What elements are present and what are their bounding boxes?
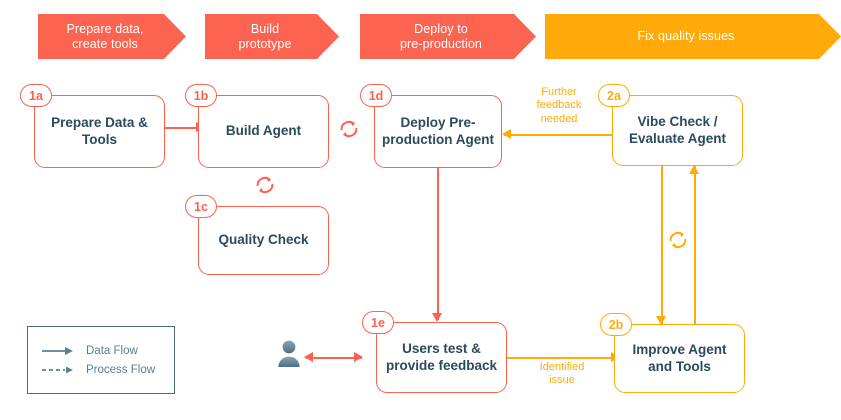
- node-badge-1c-text: 1c: [194, 199, 208, 214]
- edge-users-person-line: [306, 357, 362, 359]
- banner-build-prototype: Build prototype: [205, 14, 339, 59]
- node-badge-2b: 2b: [600, 313, 632, 336]
- node-badge-1d-text: 1d: [368, 88, 384, 103]
- banner-fix-quality-issues: Fix quality issues: [545, 14, 841, 59]
- legend-item-process-flow: Process Flow: [41, 364, 161, 376]
- banner-build-line2: prototype: [238, 36, 292, 51]
- edge-label-identified-line2: issue: [549, 374, 575, 387]
- edge-label-further-line1: Further: [541, 86, 577, 98]
- node-box-2a-vibe-check-evaluate-agent[interactable]: Vibe Check / Evaluate Agent: [612, 95, 743, 166]
- banner-fix-line1: Fix quality issues: [637, 29, 735, 44]
- edge-users-person-arrowhead-left: [304, 352, 313, 362]
- legend-box: Data Flow Process Flow: [27, 326, 175, 394]
- edge-users-person-arrowhead-right: [354, 352, 363, 362]
- loop-refresh-icon-build-quality: [252, 172, 278, 203]
- node-label-1b: Build Agent: [225, 123, 302, 139]
- solid-arrow-icon: [42, 346, 73, 355]
- legend-item-data-flow: Data Flow: [41, 345, 161, 357]
- loop-refresh-icon-vibe-improve: [665, 227, 691, 258]
- edge-label-further-line3: needed: [540, 112, 578, 125]
- banner-prepare-data-create-tools: Prepare data, create tools: [38, 14, 186, 59]
- node-label-1c: Quality Check: [218, 232, 309, 248]
- edge-label-identified-line1: Identified: [539, 361, 585, 373]
- edge-2b-to-2a-line: [694, 166, 696, 324]
- edge-label-further-feedback-needed: Further feedback needed: [514, 86, 604, 126]
- node-label-2b: Improve Agent and Tools: [632, 342, 727, 374]
- node-label-2a: Vibe Check / Evaluate Agent: [628, 114, 727, 146]
- banner-build-line1: Build: [250, 21, 280, 36]
- node-label-1a: Prepare Data & Tools: [51, 115, 148, 147]
- node-box-1b-build-agent[interactable]: Build Agent: [198, 95, 329, 168]
- edge-label-further-line2: feedback: [536, 99, 582, 112]
- node-badge-1b-text: 1b: [193, 88, 209, 103]
- banner-prepare-line1: Prepare data,: [66, 21, 144, 36]
- banner-prepare-line2: create tools: [72, 36, 138, 51]
- banner-deploy-to-pre-production: Deploy to pre-production: [360, 14, 536, 59]
- node-label-1e: Users test & provide feedback: [385, 341, 498, 373]
- node-label-1d: Deploy Pre-production Agent: [382, 115, 494, 147]
- legend-label-data-flow: Data Flow: [86, 344, 138, 357]
- edge-1e-to-2b-line: [507, 357, 617, 359]
- node-badge-2a-text: 2a: [607, 88, 621, 103]
- node-box-2b-improve-agent-and-tools[interactable]: Improve Agent and Tools: [614, 324, 745, 393]
- node-badge-1d: 1d: [360, 84, 392, 107]
- node-box-1e-users-test-provide-feedback[interactable]: Users test & provide feedback: [376, 322, 507, 393]
- edge-2a-to-2b-line: [661, 166, 663, 324]
- node-badge-1c: 1c: [185, 195, 217, 218]
- edge-1a-to-1b-line: [165, 127, 201, 129]
- user-person-icon: [275, 338, 303, 373]
- node-badge-1a-text: 1a: [29, 88, 43, 103]
- edge-2a-to-2b-arrowhead: [656, 316, 666, 325]
- edge-2a-to-1d-line: [504, 134, 614, 136]
- legend-label-process-flow: Process Flow: [86, 363, 156, 376]
- node-badge-1b: 1b: [185, 84, 217, 107]
- node-box-1a-prepare-data-and-tools[interactable]: Prepare Data & Tools: [34, 95, 165, 168]
- edge-2b-to-2a-arrowhead: [689, 165, 699, 174]
- node-box-1d-deploy-pre-production-agent[interactable]: Deploy Pre-production Agent: [374, 95, 502, 168]
- edge-label-identified-issue: Identified issue: [518, 361, 606, 388]
- node-badge-2a: 2a: [598, 84, 630, 107]
- node-badge-2b-text: 2b: [608, 317, 624, 332]
- edge-1d-to-1e-line: [437, 168, 439, 320]
- banner-deploy-line2: pre-production: [399, 36, 482, 51]
- banner-deploy-line1: Deploy to: [414, 21, 468, 36]
- node-badge-1e: 1e: [362, 311, 394, 334]
- node-box-1c-quality-check[interactable]: Quality Check: [198, 206, 329, 275]
- edge-1d-to-1e-arrowhead: [432, 313, 442, 322]
- node-badge-1e-text: 1e: [371, 315, 385, 330]
- loop-refresh-icon-deploy: [336, 116, 362, 147]
- dashed-arrow-icon: [42, 366, 73, 373]
- node-badge-1a: 1a: [20, 84, 52, 107]
- edge-2a-to-1d-arrowhead: [502, 129, 511, 139]
